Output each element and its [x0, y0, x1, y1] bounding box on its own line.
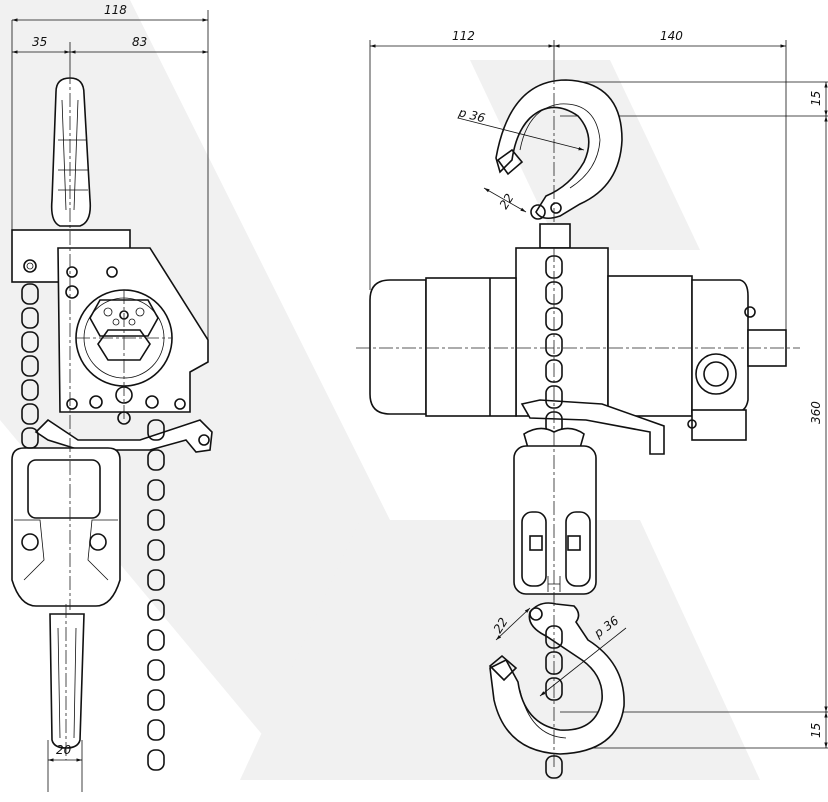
bottom-hook — [488, 592, 625, 770]
dim-label-140: 140 — [660, 29, 683, 43]
top-hook — [495, 70, 623, 230]
dim-label-360: 360 — [809, 401, 823, 424]
dim-label-35: 35 — [32, 35, 47, 49]
load-chain-lower — [545, 625, 563, 779]
hand-chain — [147, 419, 165, 771]
gear-body-front — [369, 247, 787, 455]
lever-handle-top — [50, 77, 92, 227]
dims-left-view — [12, 18, 208, 54]
dim-label-112: 112 — [452, 29, 475, 43]
hoist-side-view — [11, 10, 213, 792]
dimension-labels: 118 35 83 112 140 15 360 15 p 36 22 22 p… — [32, 3, 823, 757]
dim-label-top-15: 15 — [809, 91, 823, 106]
top-hook-swivel — [539, 223, 571, 249]
dim-label-83: 83 — [132, 35, 147, 49]
hoist-front-view — [356, 40, 828, 779]
dim-label-top-throat: 22 — [497, 191, 517, 211]
dim-label-20: 20 — [56, 743, 72, 757]
load-block-front — [513, 427, 597, 595]
dim-label-bottom-throat: 22 — [491, 615, 511, 635]
dim-label-bottom-15: 15 — [809, 723, 823, 738]
lever-handle-bottom — [49, 604, 85, 760]
load-block-side — [11, 447, 121, 607]
dims-front-view — [370, 44, 828, 748]
load-chain-left — [21, 283, 39, 449]
dim-label-118: 118 — [104, 3, 127, 17]
dim-label-top-radius: p 36 — [456, 105, 487, 125]
